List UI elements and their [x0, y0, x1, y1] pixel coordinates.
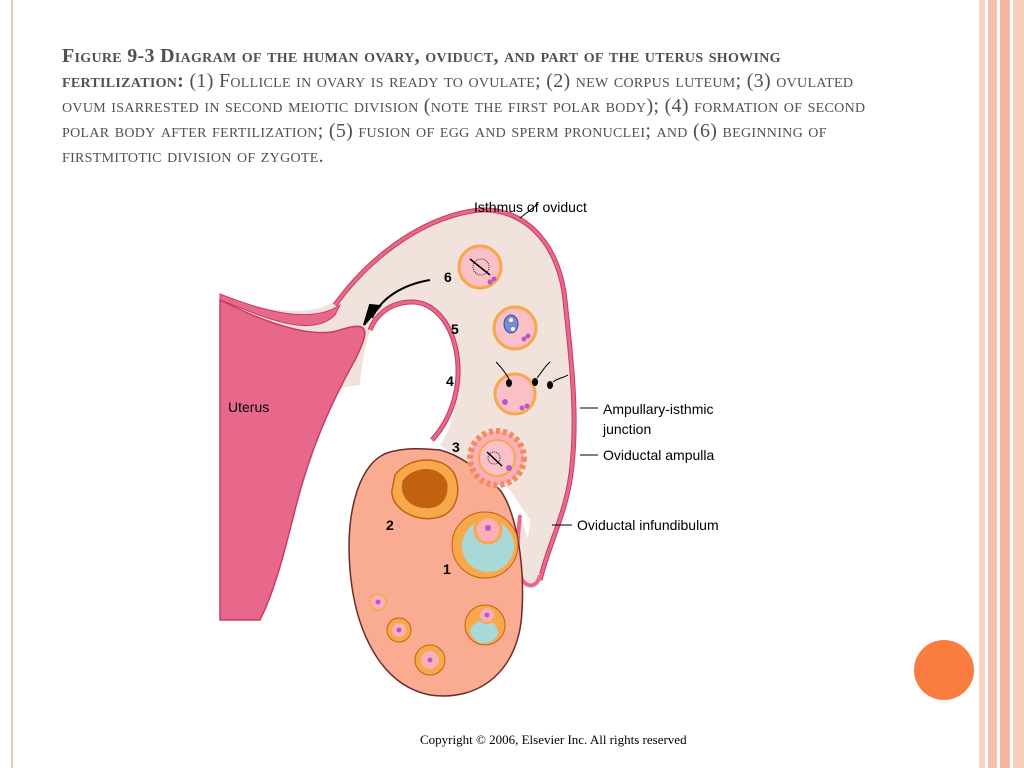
ampullary-label-line1: Ampullary-isthmic	[603, 401, 713, 417]
figure-caption: Figure 9-3 Diagram of the human ovary, o…	[62, 44, 892, 169]
ovary-oviduct-diagram: 6 5 4 3 2 1 Isthmus of oviduct Uterus Am…	[219, 199, 719, 697]
right-stripes-decoration	[979, 0, 1024, 768]
oviduct-tube	[220, 209, 575, 620]
primary-follicle	[414, 644, 446, 676]
ampulla-label: Oviductal ampulla	[603, 447, 714, 463]
ovulated-ovum	[467, 428, 527, 488]
uterus-wall	[219, 298, 366, 621]
isthmus-leader-line	[519, 203, 539, 219]
number-label-1: 1	[443, 561, 451, 577]
number-label-3: 3	[452, 439, 460, 455]
primordial-follicle	[369, 593, 387, 611]
arrow-head-icon	[363, 303, 382, 326]
caption-title: Figure 9-3 Diagram of the human ovary, o…	[62, 45, 781, 92]
uterus-label: Uterus	[228, 399, 269, 415]
pronuclei-ovum	[492, 305, 538, 351]
fertilization-ovum	[493, 361, 569, 416]
corpus-luteum	[391, 459, 459, 520]
number-label-6: 6	[444, 269, 452, 285]
infundibulum-label: Oviductal infundibulum	[577, 517, 719, 533]
uterus-top-wall	[219, 293, 342, 327]
number-label-2: 2	[386, 517, 394, 533]
copyright-notice: Copyright © 2006, Elsevier Inc. All righ…	[420, 732, 687, 747]
primary-follicle	[386, 617, 412, 643]
zygote-division	[457, 244, 503, 290]
mature-follicle	[451, 511, 519, 579]
number-label-4: 4	[446, 373, 454, 389]
isthmus-label: Isthmus of oviduct	[474, 199, 587, 215]
caption-body: (1) Follicle in ovary is ready to ovulat…	[62, 70, 866, 167]
number-label-5: 5	[451, 321, 459, 337]
left-border-line	[11, 0, 13, 768]
ampullary-label-line2: junction	[602, 421, 651, 437]
secondary-follicle	[464, 604, 506, 646]
orange-circle-decoration	[914, 640, 974, 700]
